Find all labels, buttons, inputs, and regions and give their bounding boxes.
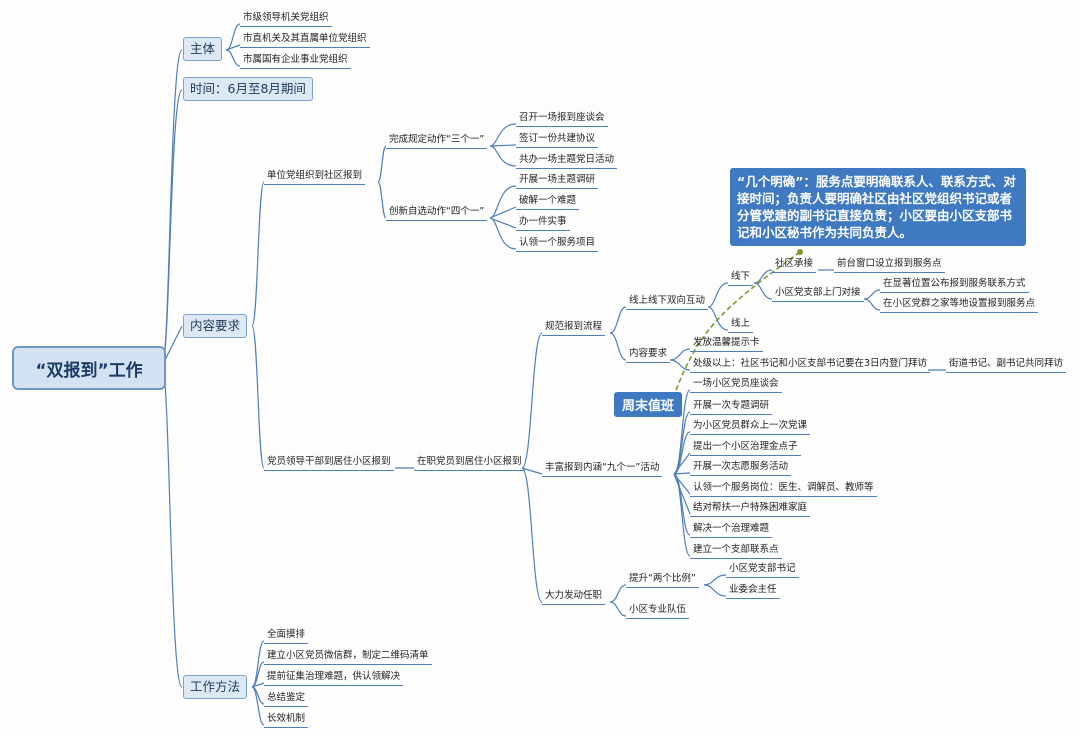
flow-node[interactable]: 规范报到流程 xyxy=(542,319,606,336)
nine-item[interactable]: 为小区党员群众上一次党课 xyxy=(690,418,811,435)
branch-visit-node[interactable]: 小区党支部上门对接 xyxy=(772,285,864,302)
community-detail[interactable]: 前台窗口设立报到服务点 xyxy=(834,256,945,273)
subject-item[interactable]: 市直机关及其直属单位党组织 xyxy=(240,31,370,48)
offline-node[interactable]: 线下 xyxy=(728,269,754,286)
method-item[interactable]: 总结鉴定 xyxy=(264,690,309,707)
optional-actions-node[interactable]: 创新自选动作“四个一” xyxy=(386,204,488,221)
callout-pointer xyxy=(675,251,801,391)
req-node[interactable]: 内容要求 xyxy=(626,346,671,363)
required-item[interactable]: 签订一份共建协议 xyxy=(516,131,599,148)
ratio-node[interactable]: 提升“两个比例” xyxy=(626,571,699,588)
community-node[interactable]: 社区承接 xyxy=(772,256,817,273)
online-node[interactable]: 线上 xyxy=(728,316,754,333)
method-item[interactable]: 提前征集治理难题，供认领解决 xyxy=(264,669,404,686)
req-item[interactable]: 处级以上：社区书记和小区支部书记要在3日内登门拜访 xyxy=(690,356,931,373)
callout-note: “几个明确”：服务点要明确联系人、联系方式、对接时间；负责人要明确社区由社区党组… xyxy=(730,168,1026,246)
weekend-duty-tag: 周末值班 xyxy=(614,392,683,417)
nine-item[interactable]: 建立一个支部联系点 xyxy=(690,542,782,559)
branch-item[interactable]: 在小区党群之家等地设置报到服务点 xyxy=(880,296,1039,313)
nine-item[interactable]: 一场小区党员座谈会 xyxy=(690,376,782,393)
req-item[interactable]: 发放温馨提示卡 xyxy=(690,335,763,352)
ratio-item[interactable]: 小区党支部书记 xyxy=(726,561,799,578)
optional-item[interactable]: 开展一场主题调研 xyxy=(516,172,599,189)
subject-item[interactable]: 市级领导机关党组织 xyxy=(240,10,332,27)
work-method-node[interactable]: 工作方法 xyxy=(183,675,248,699)
method-item[interactable]: 全面摸排 xyxy=(264,627,309,644)
required-item[interactable]: 召开一场报到座谈会 xyxy=(516,110,608,127)
subject-item[interactable]: 市属国有企业事业党组织 xyxy=(240,52,351,69)
nine-item[interactable]: 认领一个服务岗位：医生、调解员、教师等 xyxy=(690,480,877,497)
nine-item[interactable]: 提出一个小区治理金点子 xyxy=(690,439,801,456)
optional-item[interactable]: 办一件实事 xyxy=(516,214,570,231)
root-topic[interactable]: “双报到”工作 xyxy=(12,346,166,390)
visit-node[interactable]: 街道书记、副书记共同拜访 xyxy=(946,356,1067,373)
ratio-item[interactable]: 业委会主任 xyxy=(726,582,780,599)
subject-node[interactable]: 主体 xyxy=(183,37,223,61)
member-report-node[interactable]: 党员领导干部到居住小区报到 xyxy=(264,454,394,471)
team-node[interactable]: 小区专业队伍 xyxy=(626,602,690,619)
method-item[interactable]: 建立小区党员微信群，制定二维码清单 xyxy=(264,648,432,665)
required-item[interactable]: 共办一场主题党日活动 xyxy=(516,152,618,169)
required-actions-node[interactable]: 完成规定动作“三个一” xyxy=(386,132,488,149)
active-member-report-node[interactable]: 在职党员到居住小区报到 xyxy=(414,454,525,471)
time-node[interactable]: 时间：6月至8月期间 xyxy=(183,77,313,101)
optional-item[interactable]: 认领一个服务项目 xyxy=(516,235,599,252)
unit-report-node[interactable]: 单位党组织到社区报到 xyxy=(264,168,366,185)
nine-item[interactable]: 开展一次志愿服务活动 xyxy=(690,459,792,476)
branch-item[interactable]: 在显著位置公布报到服务联系方式 xyxy=(880,276,1029,293)
content-requirements-node[interactable]: 内容要求 xyxy=(183,314,248,338)
interaction-node[interactable]: 线上线下双向互动 xyxy=(626,293,709,310)
nine-item[interactable]: 结对帮扶一户特殊困难家庭 xyxy=(690,500,811,517)
mobilize-node[interactable]: 大力发动任职 xyxy=(542,588,606,605)
optional-item[interactable]: 破解一个难题 xyxy=(516,193,580,210)
nine-item[interactable]: 开展一次专题调研 xyxy=(690,398,773,415)
nine-activities-node[interactable]: 丰富报到内涵“九个一”活动 xyxy=(542,460,663,477)
method-item[interactable]: 长效机制 xyxy=(264,711,309,728)
nine-item[interactable]: 解决一个治理难题 xyxy=(690,521,773,538)
